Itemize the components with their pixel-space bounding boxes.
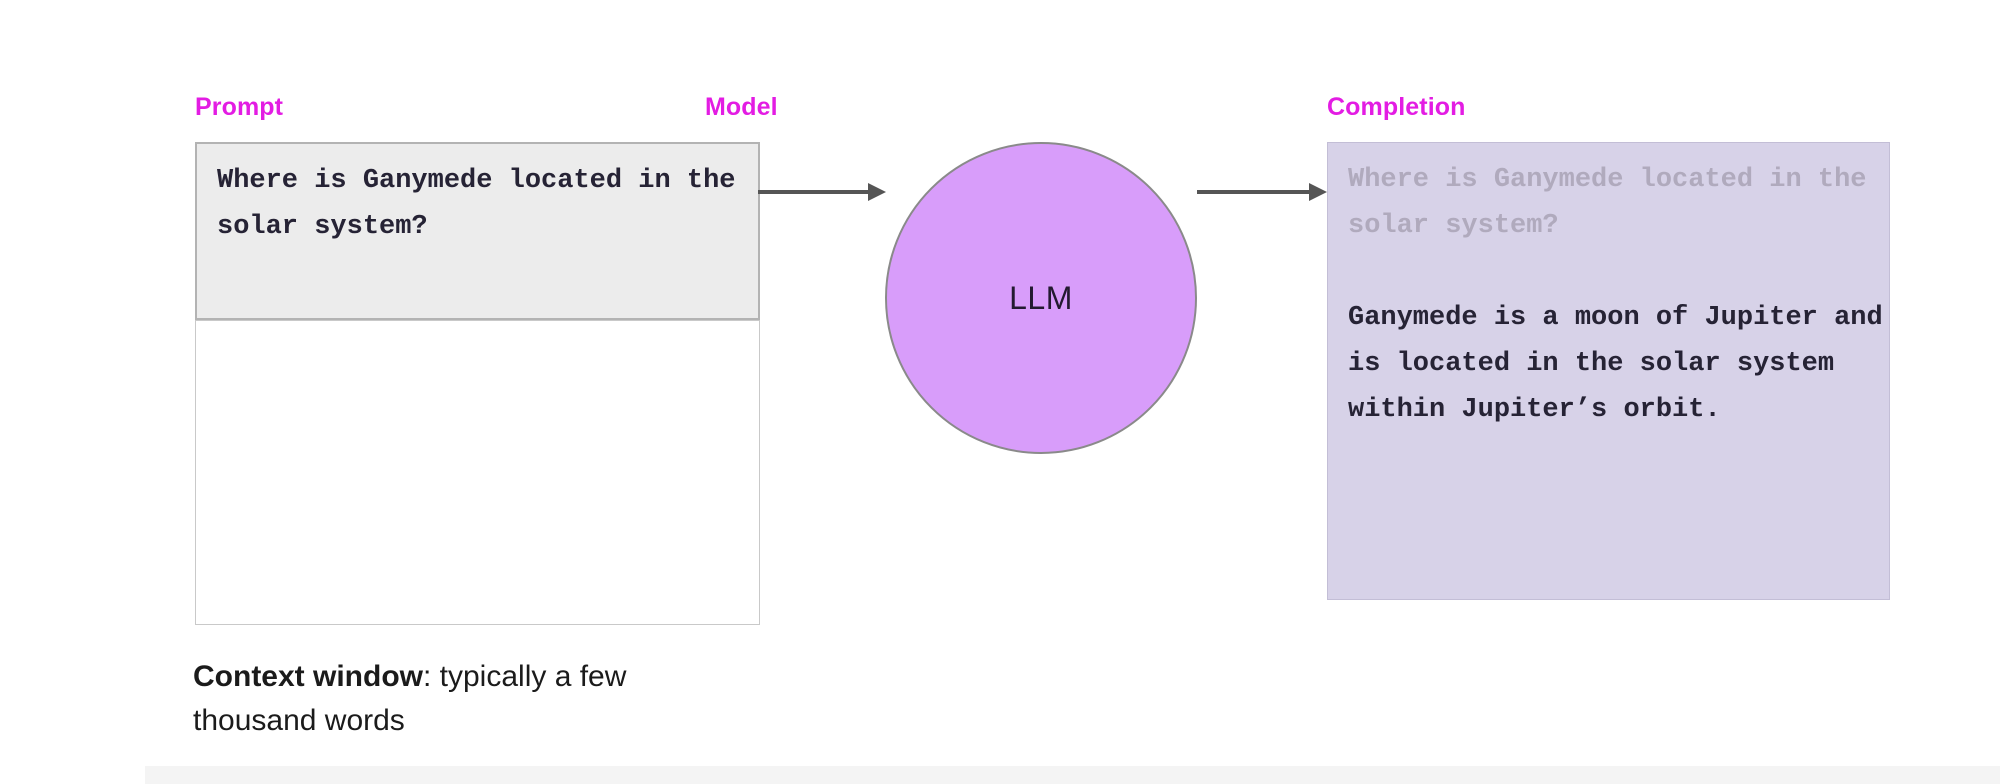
completion-response-text: Ganymede is a moon of Jupiter and is loc…: [1348, 303, 1899, 425]
arrow-shaft: [1197, 190, 1311, 194]
section-label-model: Model: [705, 93, 778, 121]
caption-rest: : typically a few thousand words: [193, 660, 627, 737]
model-circle-label: LLM: [1009, 279, 1073, 316]
section-label-completion: Completion: [1327, 93, 1466, 121]
completion-echo-text: Where is Ganymede located in the solar s…: [1348, 165, 1883, 241]
context-window-box: [195, 320, 760, 625]
prompt-box: Where is Ganymede located in the solar s…: [195, 142, 760, 320]
arrow-head: [868, 183, 886, 201]
arrow-right-icon-model-to-completion: [1197, 182, 1327, 202]
completion-box: Where is Ganymede located in the solar s…: [1327, 142, 1890, 600]
caption-term: Context window: [193, 660, 423, 693]
section-label-prompt: Prompt: [195, 93, 284, 121]
bottom-strip: [145, 766, 2000, 784]
caption: Context window: typically a few thousand…: [193, 655, 753, 743]
arrow-shaft: [758, 190, 870, 194]
arrow-head: [1309, 183, 1327, 201]
prompt-text: Where is Ganymede located in the solar s…: [217, 166, 752, 242]
arrow-right-icon-prompt-to-model: [758, 182, 886, 202]
model-circle: LLM: [885, 142, 1197, 454]
